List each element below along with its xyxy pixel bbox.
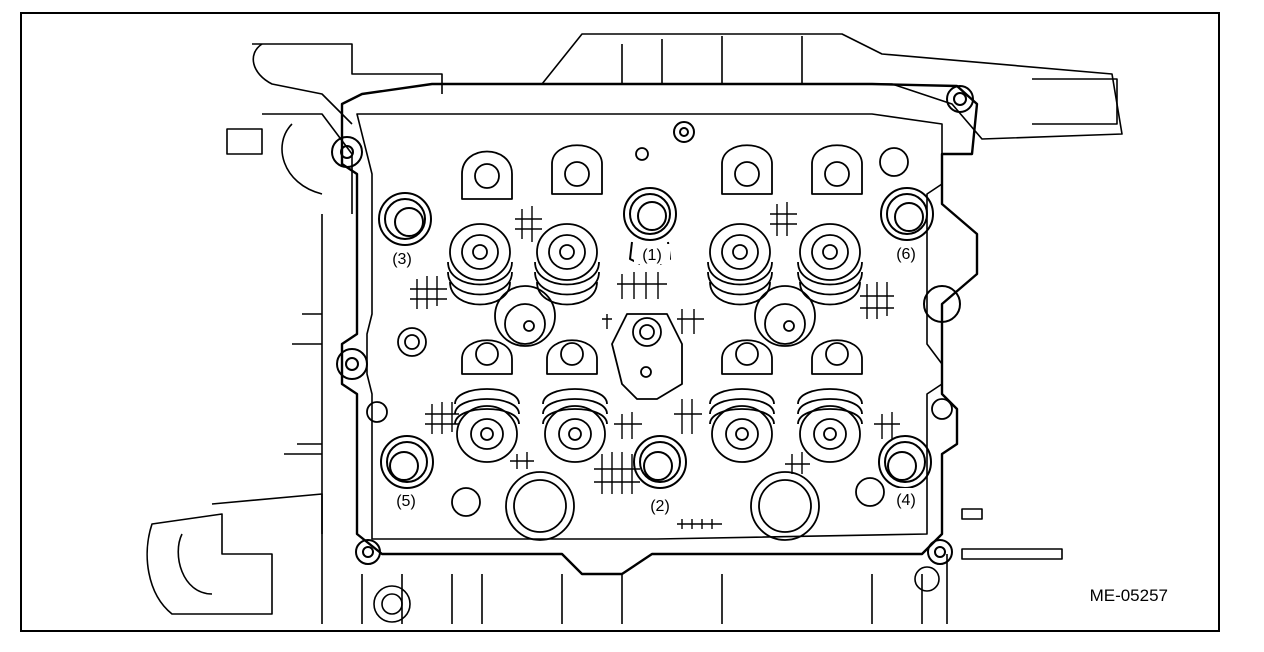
middle-cam-journals [366, 327, 953, 423]
callout-3: (3) [392, 251, 412, 268]
head-outer-outline [340, 82, 979, 576]
bolt-3 [378, 192, 432, 246]
bolt-2 [633, 435, 687, 489]
bolt-6 [880, 187, 934, 241]
figure-frame: (1) (2) (3) (4) (5) (6) ME-05257 [20, 12, 1220, 632]
callout-4: (4) [896, 492, 916, 509]
upper-spark-plug-bores [494, 285, 816, 347]
cylinder-head-illustration: (1) (2) (3) (4) (5) (6) [146, 33, 1123, 624]
lower-spark-plug-bores [451, 471, 885, 541]
lower-valve-springs [454, 388, 863, 463]
callout-5: (5) [396, 493, 416, 510]
upper-cam-journals [461, 144, 909, 200]
bolt-4 [878, 435, 932, 489]
head-bolts [378, 187, 934, 489]
figure-id-label: ME-05257 [1089, 586, 1168, 605]
outline-bolt-holes [331, 85, 974, 565]
upper-valve-springs [447, 223, 863, 306]
engine-block-background [146, 33, 1123, 624]
callout-2: (2) [650, 498, 670, 515]
callout-1: (1) [642, 247, 662, 264]
center-bridge [611, 313, 683, 400]
casting-hatching [410, 202, 900, 529]
callout-6: (6) [896, 246, 916, 263]
callout-labels: (1) (2) (3) (4) (5) (6) [384, 242, 924, 515]
bolt-5 [380, 435, 434, 489]
